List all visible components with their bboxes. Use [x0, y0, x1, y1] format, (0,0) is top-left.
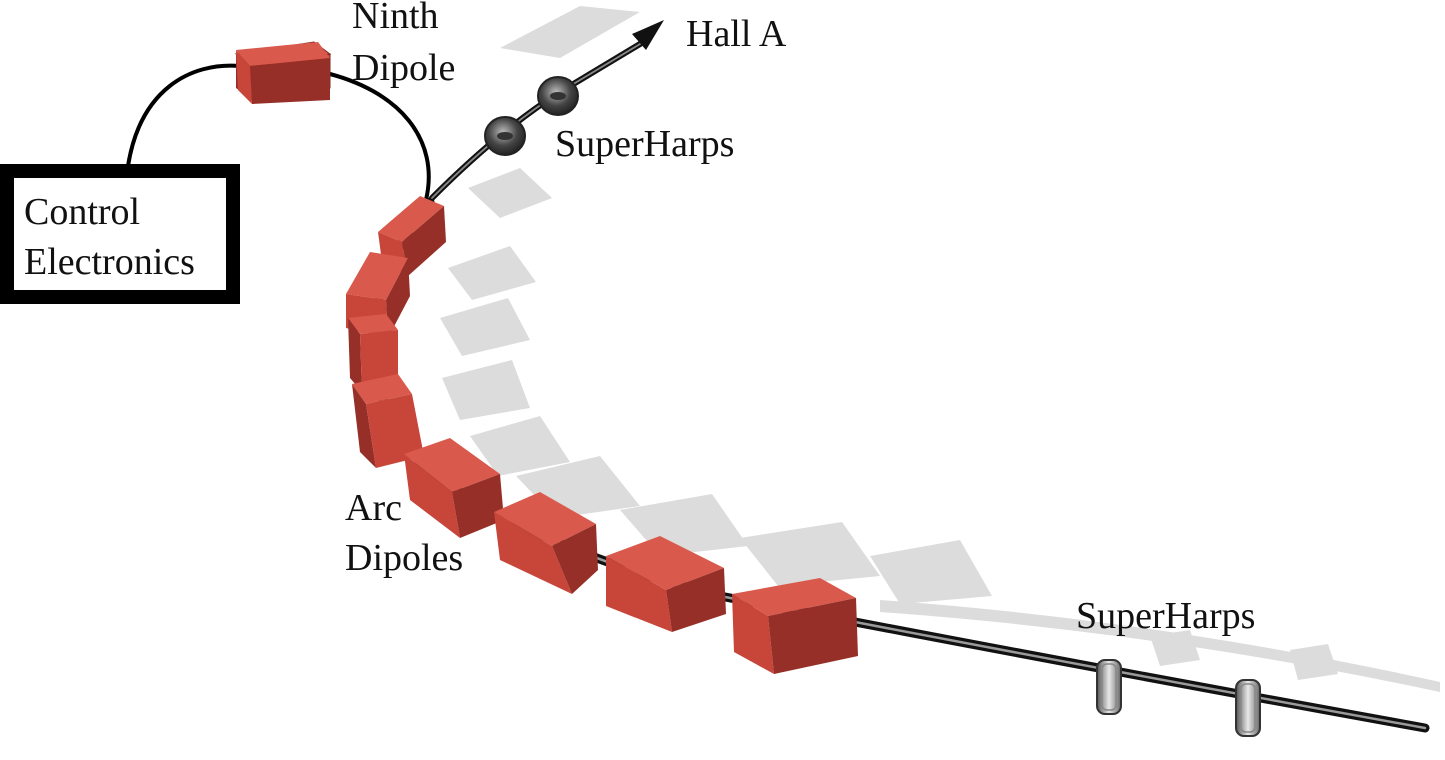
dipole-magnet-icon [352, 374, 424, 468]
hall-a-label: Hall A [686, 13, 787, 55]
arc-dipoles-label-line2: Dipoles [345, 537, 463, 579]
dipole-magnet-icon [404, 438, 504, 538]
control-label-line1: Control [24, 191, 140, 233]
beam-pipe [367, 41, 1430, 733]
control-cable [126, 63, 431, 201]
dipole-magnet-icon [606, 536, 726, 632]
superharps-top-label: SuperHarps [555, 123, 734, 165]
dipole-magnet-icon [378, 196, 446, 276]
ninth-dipole-label-line1: Ninth [352, 0, 439, 37]
control-electronics-box: Control Electronics [0, 164, 240, 304]
superharp-ring-icon [537, 76, 579, 116]
dipole-magnet-icon [494, 492, 598, 594]
superharps-bottom-label: SuperHarps [1076, 595, 1255, 637]
superharp-ring-icon [1096, 659, 1122, 715]
dipole-magnet-icon [236, 42, 330, 104]
arrow-head-icon [632, 20, 664, 50]
arc-dipoles [346, 196, 858, 674]
shadow-layer [440, 6, 1440, 692]
arc-dipoles-label-line1: Arc [345, 487, 402, 529]
superharp-ring-icon [484, 116, 526, 156]
superharp-ring-icon [1235, 679, 1261, 737]
dipole-magnet-icon [732, 578, 858, 674]
control-label-line2: Electronics [24, 241, 195, 283]
ninth-dipole-label-line2: Dipole [352, 47, 455, 89]
